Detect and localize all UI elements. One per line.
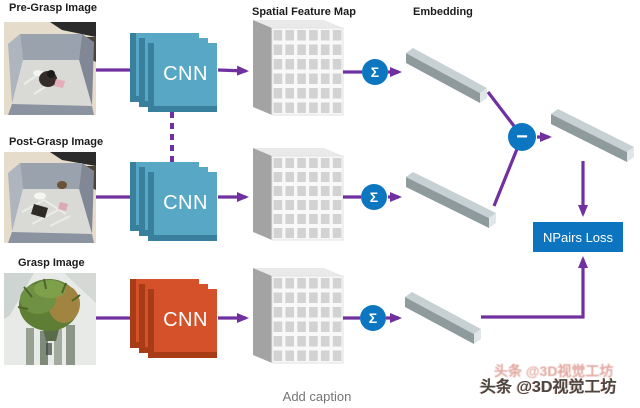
column-label-embedding: Embedding <box>413 6 473 18</box>
arrow-cnn-featuremap-1 <box>217 65 249 76</box>
cnn-stack-pre-grasp: CNN <box>130 33 218 113</box>
row-label-pre-grasp: Pre-Grasp Image <box>9 2 98 14</box>
feature-map-cube-post-grasp <box>253 148 344 241</box>
row-label-grasp: Grasp Image <box>18 257 85 269</box>
bin-photo-art <box>4 22 96 115</box>
cnn-label: CNN <box>163 192 208 214</box>
sum-node-1: Σ <box>362 59 388 85</box>
post-grasp-photo <box>4 152 96 243</box>
watermark-text: 头条 @3D视觉工坊 <box>480 379 617 396</box>
row-label-post-grasp: Post-Grasp Image <box>9 136 104 148</box>
npairs-loss-box: NPairs Loss <box>533 222 623 252</box>
feature-grid <box>273 158 342 238</box>
pre-grasp-photo <box>4 22 96 115</box>
watermark: 头条 @3D视觉工坊 头条 @3D视觉工坊 <box>478 360 640 406</box>
cnn-stack-post-grasp: CNN <box>130 162 218 242</box>
add-caption-placeholder: Add caption <box>282 389 352 404</box>
bin-photo-art <box>4 152 96 243</box>
cnn-layer-front: CNN <box>148 43 217 112</box>
grasped-object-photo-art <box>4 273 96 365</box>
cnn-stack-grasp: CNN <box>130 279 218 359</box>
column-label-spatial-feature-map: Spatial Feature Map <box>252 6 356 18</box>
feature-grid <box>273 278 342 361</box>
grasp-photo <box>4 273 96 365</box>
feature-grid <box>273 30 342 113</box>
cnn-label: CNN <box>163 309 208 331</box>
arrow-grasp-embedding-loss <box>481 256 588 319</box>
embedding-bar-post-grasp <box>406 172 496 228</box>
cnn-layer-front: CNN <box>148 172 217 241</box>
cnn-layer-front: CNN <box>148 289 217 358</box>
cnn-label: CNN <box>163 63 208 85</box>
minus-node: − <box>508 123 536 151</box>
difference-embedding-bar <box>551 109 634 162</box>
line-embedding1-minus <box>486 91 516 127</box>
line-embedding2-minus <box>492 148 519 207</box>
embedding-bar-pre-grasp <box>406 48 487 103</box>
sum-node-3: Σ <box>360 305 386 331</box>
feature-map-cube-pre-grasp <box>253 20 344 116</box>
feature-map-cube-grasp <box>253 268 344 364</box>
embedding-bar-grasp <box>405 292 481 344</box>
watermark-ghost-text: 头条 @3D视觉工坊 <box>494 363 614 379</box>
sum-node-2: Σ <box>361 184 387 210</box>
